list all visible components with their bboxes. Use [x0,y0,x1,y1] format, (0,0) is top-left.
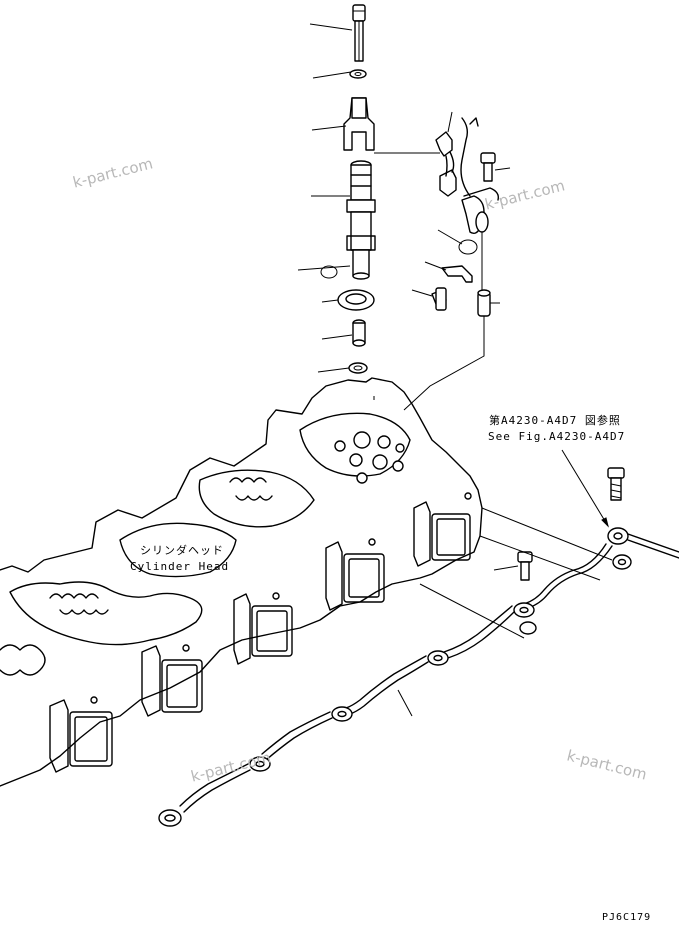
reference-label-en: See Fig.A4230-A4D7 [488,430,626,443]
injector [346,160,376,280]
gasket-ring [337,289,375,311]
wire-harness [403,111,511,411]
top-bolt [352,4,366,62]
injector-assembly [337,4,376,374]
washer-2 [348,362,368,374]
reference-label-jp: 第A4230-A4D7 図参照 [489,414,621,427]
washer-1 [349,69,367,79]
exhaust-ports [69,513,471,767]
drawing-code: PJ6C179 [602,912,652,923]
cylinder-head-label-en: Cylinder Head [130,560,230,573]
cylinder-top-detail [334,431,405,484]
cylinder-head [0,377,483,787]
cylinder-head-label-jp: シリンダヘッド [140,544,224,557]
injector-clamp [343,97,375,151]
leader-lines [297,23,440,373]
sleeve [352,319,366,347]
fuel-return-pipe [158,449,679,827]
